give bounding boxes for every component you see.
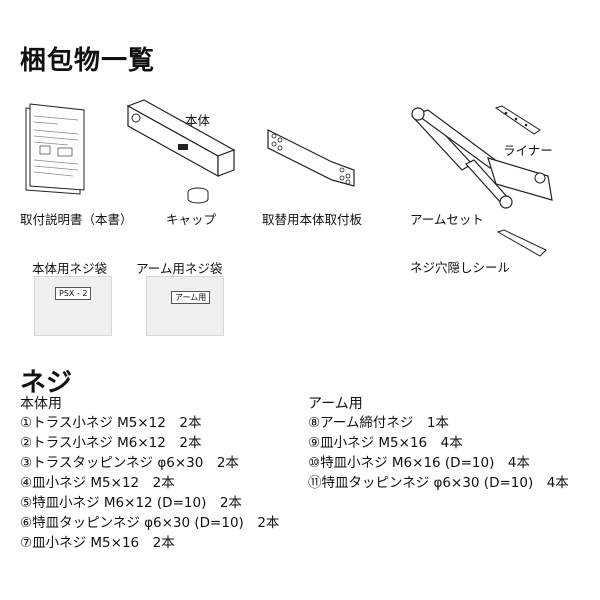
list-item: ①トラス小ネジ M5×12 2本 [20,415,202,431]
plate-illustration [267,129,355,187]
cap-label: キャップ [166,212,217,227]
body-screw-heading: 本体用 [20,396,62,412]
arm-screw-bag: アーム用 [146,276,224,336]
list-item: ④皿小ネジ M5×12 2本 [20,475,175,491]
body-label: 本体 [185,113,211,128]
manual-label: 取付説明書（本書） [20,212,133,227]
body-bag-tag: PSX - 2 [55,287,92,300]
body-screw-list: ①トラス小ネジ M5×12 2本 ②トラス小ネジ M6×12 2本 ③トラスタッ… [20,413,279,553]
body-bag-label: 本体用ネジ袋 [32,261,108,276]
arm-screw-list: ⑧アーム締付ネジ 1本 ⑨皿小ネジ M5×16 4本 ⑩特皿小ネジ M6×16 … [308,413,569,493]
body-screw-bag: PSX - 2 [34,276,112,336]
hole-seal-label: ネジ穴隠しシール [410,260,511,275]
list-item: ⑦皿小ネジ M5×16 2本 [20,535,175,551]
liner-illustration [494,105,541,135]
list-item: ②トラス小ネジ M6×12 2本 [20,435,202,451]
manual-illustration [25,103,85,195]
liner-label: ライナー [503,143,553,158]
list-item: ⑥特皿タッピンネジ φ6×30 (D=10) 2本 [20,515,280,531]
screw-heading: ネジ [20,368,73,398]
arm-bag-tag: アーム用 [171,291,211,304]
arm-screw-heading: アーム用 [308,396,363,412]
plate-label: 取替用本体取付板 [262,212,363,227]
list-item: ③トラスタッピンネジ φ6×30 2本 [20,455,239,471]
list-item: ⑨皿小ネジ M5×16 4本 [308,435,463,451]
hole-seal-illustration [496,229,547,257]
page-title: 梱包物一覧 [20,46,156,76]
arm-set-illustration [411,107,553,209]
body-illustration [126,99,236,178]
list-item: ⑧アーム締付ネジ 1本 [308,415,449,431]
list-item: ⑩特皿小ネジ M6×16 (D=10) 4本 [308,455,530,471]
arm-set-label: アームセット [410,212,484,227]
list-item: ⑪特皿タッピンネジ φ6×30 (D=10) 4本 [308,475,569,491]
list-item: ⑤特皿小ネジ M6×12 (D=10) 2本 [20,495,242,511]
cap-illustration [187,187,209,204]
arm-bag-label: アーム用ネジ袋 [136,261,223,276]
